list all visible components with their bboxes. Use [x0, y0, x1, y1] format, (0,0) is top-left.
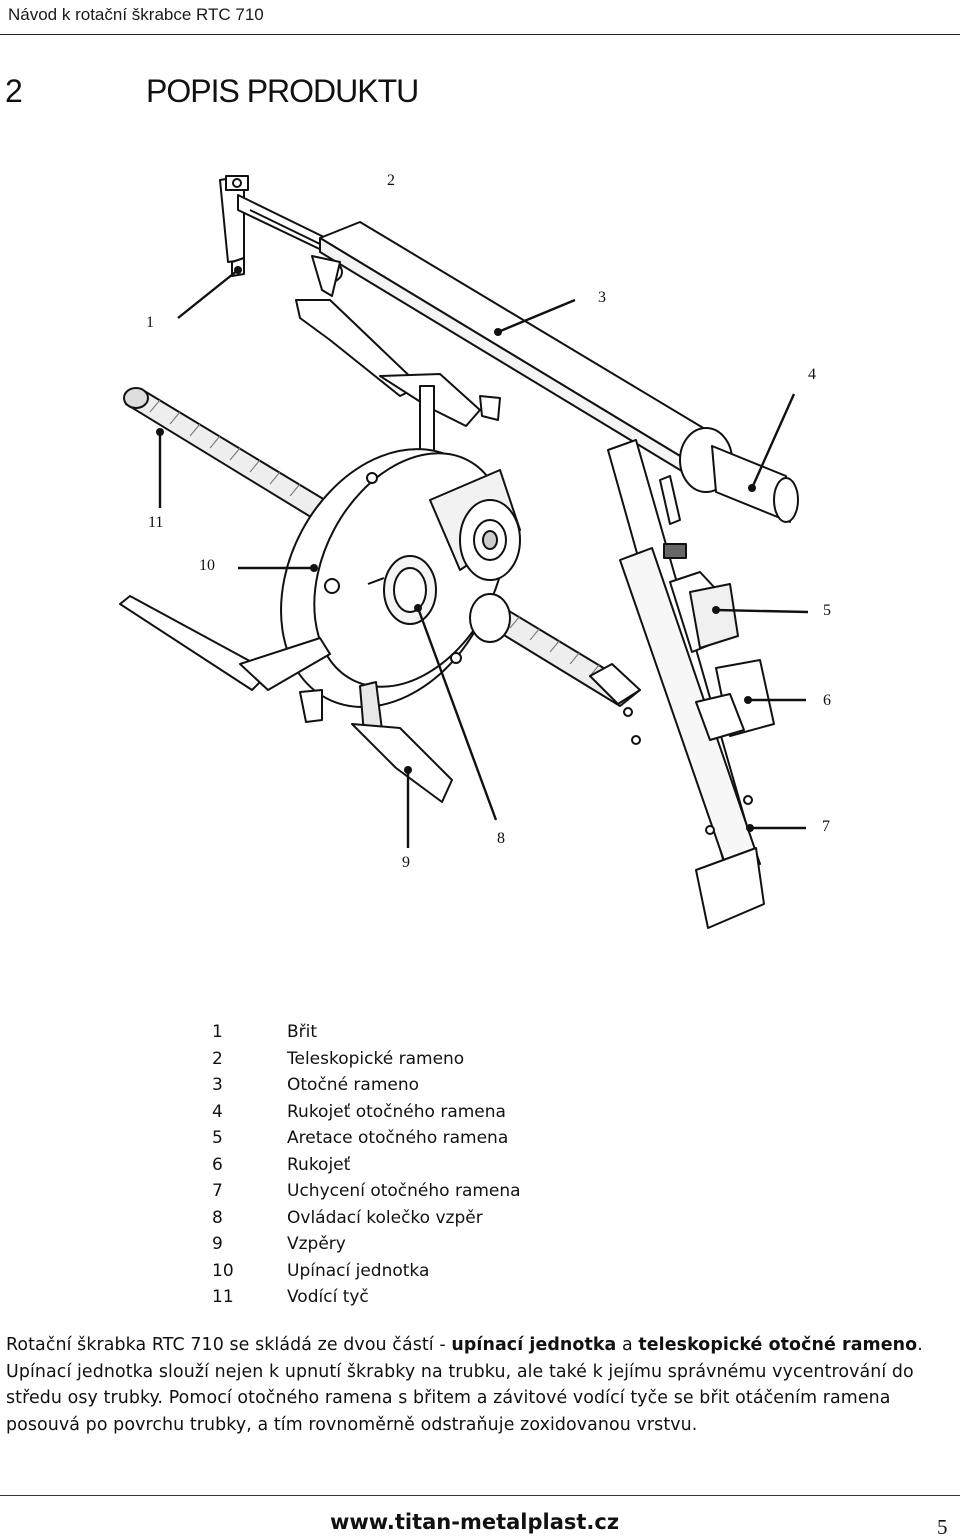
footer-website-link[interactable]: www.titan-metalplast.cz [330, 1510, 620, 1534]
section-number: 2 [5, 73, 23, 109]
parts-list-item: 5 Aretace otočného ramena [212, 1128, 521, 1155]
part-name: Vodící tyč [287, 1287, 369, 1307]
parts-list-item: 8 Ovládací kolečko vzpěr [212, 1208, 521, 1235]
section-title: POPIS PRODUKTU [146, 73, 419, 109]
callout-9: 9 [402, 854, 410, 871]
part-name: Upínací jednotka [287, 1260, 430, 1281]
part-number: 6 [212, 1154, 223, 1175]
part-number: 1 [212, 1022, 223, 1042]
parts-list-item: 9 Vzpěry [212, 1234, 521, 1261]
header-title: Návod k rotační škrabce RTC 710 [8, 5, 264, 24]
lower-strut [119, 595, 453, 803]
part-number: 7 [212, 1181, 223, 1201]
header-divider [0, 34, 960, 35]
part-name: Ovládací kolečko vzpěr [287, 1207, 483, 1228]
parts-list-item: 6 Rukojeť [212, 1155, 521, 1182]
description-text: Rotační škrabka RTC 710 se skládá ze dvo… [6, 1335, 452, 1355]
parts-list-item: 7 Uchycení otočného ramena [212, 1181, 521, 1208]
parts-list-item: 10 Upínací jednotka [212, 1261, 521, 1288]
description-bold-telescopic-arm: teleskopické otočné rameno [638, 1335, 918, 1355]
upper-strut [295, 299, 501, 457]
part-name: Aretace otočného ramena [287, 1128, 509, 1148]
callout-11: 11 [148, 514, 164, 531]
callout-5: 5 [823, 602, 831, 619]
callout-3: 3 [598, 289, 606, 306]
part-name: Břit [287, 1022, 318, 1042]
callout-10: 10 [199, 557, 215, 574]
parts-list-item: 1 Břit [212, 1022, 521, 1049]
parts-list-item: 2 Teleskopické rameno [212, 1049, 521, 1076]
part-number: 4 [212, 1101, 223, 1122]
part-name: Teleskopické rameno [287, 1048, 465, 1069]
part-number: 9 [212, 1234, 223, 1254]
part-name: Rukojeť [287, 1154, 351, 1175]
part-name: Otočné rameno [287, 1075, 420, 1095]
parts-list-item: 4 Rukojeť otočného ramena [212, 1102, 521, 1129]
description-bold-clamping-unit: upínací jednotka [451, 1335, 617, 1355]
clamping-unit [280, 448, 521, 708]
parts-list-item: 3 Otočné rameno [212, 1075, 521, 1102]
callout-2: 2 [387, 172, 395, 189]
telescopic-arm [219, 175, 331, 277]
arm-bracket [607, 439, 775, 929]
callout-4: 4 [808, 366, 816, 383]
parts-list-item: 11 Vodící tyč [212, 1287, 521, 1314]
parts-list: 1 Břit 2 Teleskopické rameno 3 Otočné ramen… [212, 1022, 521, 1314]
part-name: Uchycení otočného ramena [287, 1181, 521, 1201]
description-text: . Upínací jednotka slouží nejen k upnutí… [6, 1335, 923, 1435]
callout-7: 7 [822, 818, 830, 835]
part-number: 3 [212, 1075, 223, 1095]
product-drawing [119, 175, 809, 929]
callout-8: 8 [497, 830, 505, 847]
part-number: 11 [212, 1287, 234, 1307]
swing-arm [311, 221, 799, 523]
callout-6: 6 [823, 692, 831, 709]
description-paragraph: Rotační škrabka RTC 710 se skládá ze dvo… [6, 1332, 958, 1438]
product-diagram: 1 2 3 4 5 6 7 8 9 10 11 [0, 150, 960, 950]
description-text: a [616, 1335, 639, 1355]
page-number: 5 [937, 1515, 948, 1539]
footer-divider [0, 1495, 960, 1496]
part-number: 5 [212, 1128, 223, 1148]
callout-1: 1 [146, 314, 154, 331]
part-name: Vzpěry [287, 1234, 346, 1254]
part-number: 10 [212, 1260, 234, 1281]
part-name: Rukojeť otočného ramena [287, 1101, 506, 1122]
part-number: 8 [212, 1207, 223, 1228]
part-number: 2 [212, 1048, 223, 1069]
